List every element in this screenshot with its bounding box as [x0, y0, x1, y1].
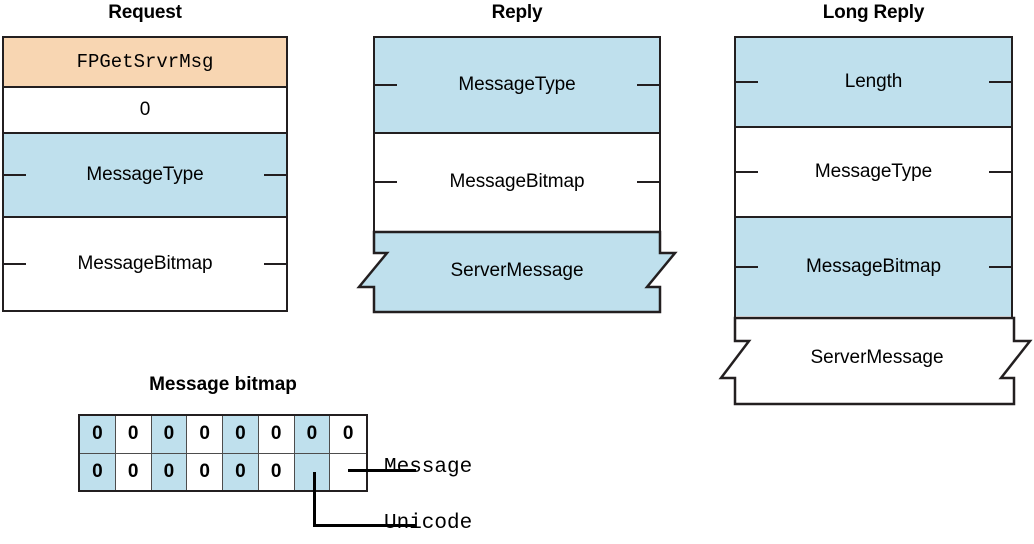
field-label: Length [844, 71, 903, 92]
bitmap-cell: 0 [223, 453, 259, 490]
field-long-reply-messagebitmap: MessageBitmap [736, 218, 1011, 316]
bitmap-cell: 0 [187, 453, 223, 490]
field-label: MessageType [814, 161, 933, 182]
callout-leader-unicode-horizontal [313, 524, 416, 527]
bitmap-cell: 0 [294, 416, 331, 453]
continuation-tick-left-icon [736, 81, 758, 83]
bitmap-cell: 0 [187, 416, 223, 453]
continuation-tick-right-icon [989, 266, 1011, 268]
continuation-tick-right-icon [264, 174, 286, 176]
continuation-tick-left-icon [375, 181, 397, 183]
torn-edge-shape-icon [718, 316, 1033, 406]
continuation-tick-right-icon [989, 171, 1011, 173]
field-request-messagebitmap: MessageBitmap [4, 218, 286, 310]
bitmap-cell: 0 [151, 453, 188, 490]
field-label: 0 [139, 99, 151, 120]
callout-leader-unicode-vertical [313, 472, 316, 527]
field-label: MessageType [86, 164, 204, 185]
bitmap-cell: 0 [330, 416, 366, 453]
field-label: ServerMessage [810, 347, 944, 368]
continuation-tick-left-icon [736, 266, 758, 268]
bitmap-cell: 0 [258, 416, 295, 453]
packet-long-reply: Length MessageType MessageBitmap [734, 36, 1013, 318]
callout-label-message: Message [384, 456, 473, 479]
field-label: MessageBitmap [806, 256, 941, 277]
field-request-fpgetsrvrmsg: FPGetSrvrMsg [4, 38, 286, 88]
field-long-reply-messagetype: MessageType [736, 128, 1011, 218]
field-label: ServerMessage [450, 260, 584, 281]
callout-leader-message [348, 469, 416, 472]
field-label: MessageBitmap [77, 253, 213, 274]
bitmap-row: 0 0 0 0 0 0 0 0 [80, 416, 366, 454]
column-title-request: Request [108, 2, 182, 23]
bitmap-cell: 0 [115, 416, 152, 453]
field-long-reply-servermessage: ServerMessage [718, 316, 1034, 406]
field-reply-servermessage: ServerMessage [356, 230, 678, 314]
callout-label-unicode: Unicode [384, 512, 473, 535]
packet-reply: MessageType MessageBitmap [373, 36, 661, 232]
bitmap-cell: 0 [151, 416, 188, 453]
continuation-tick-right-icon [637, 181, 659, 183]
continuation-tick-left-icon [4, 263, 26, 265]
bitmap-grid: 0 0 0 0 0 0 0 0 0 0 0 0 0 0 [78, 414, 368, 492]
field-label: FPGetSrvrMsg [76, 51, 214, 73]
continuation-tick-left-icon [4, 174, 26, 176]
field-request-zero: 0 [4, 88, 286, 134]
continuation-tick-right-icon [989, 81, 1011, 83]
torn-edge-shape-icon [356, 230, 678, 314]
bitmap-title: Message bitmap [149, 374, 297, 395]
field-label: MessageBitmap [449, 171, 585, 192]
column-title-long-reply: Long Reply [822, 2, 925, 23]
field-reply-messagebitmap: MessageBitmap [375, 134, 659, 230]
field-long-reply-length: Length [736, 38, 1011, 128]
bitmap-cell: 0 [80, 453, 116, 490]
bitmap-cell: 0 [115, 453, 152, 490]
bitmap-cell: 0 [258, 453, 295, 490]
bitmap-cell: 0 [80, 416, 116, 453]
continuation-tick-right-icon [264, 263, 286, 265]
continuation-tick-left-icon [375, 84, 397, 86]
continuation-tick-right-icon [637, 84, 659, 86]
field-label: MessageType [458, 74, 576, 95]
bitmap-cell-unicode [294, 453, 331, 490]
continuation-tick-left-icon [736, 171, 758, 173]
column-title-reply: Reply [491, 2, 543, 23]
bitmap-cell: 0 [223, 416, 259, 453]
field-reply-messagetype: MessageType [375, 38, 659, 134]
packet-request: FPGetSrvrMsg 0 MessageType MessageBitmap [2, 36, 288, 312]
field-request-messagetype: MessageType [4, 134, 286, 218]
bitmap-row: 0 0 0 0 0 0 [80, 453, 366, 490]
